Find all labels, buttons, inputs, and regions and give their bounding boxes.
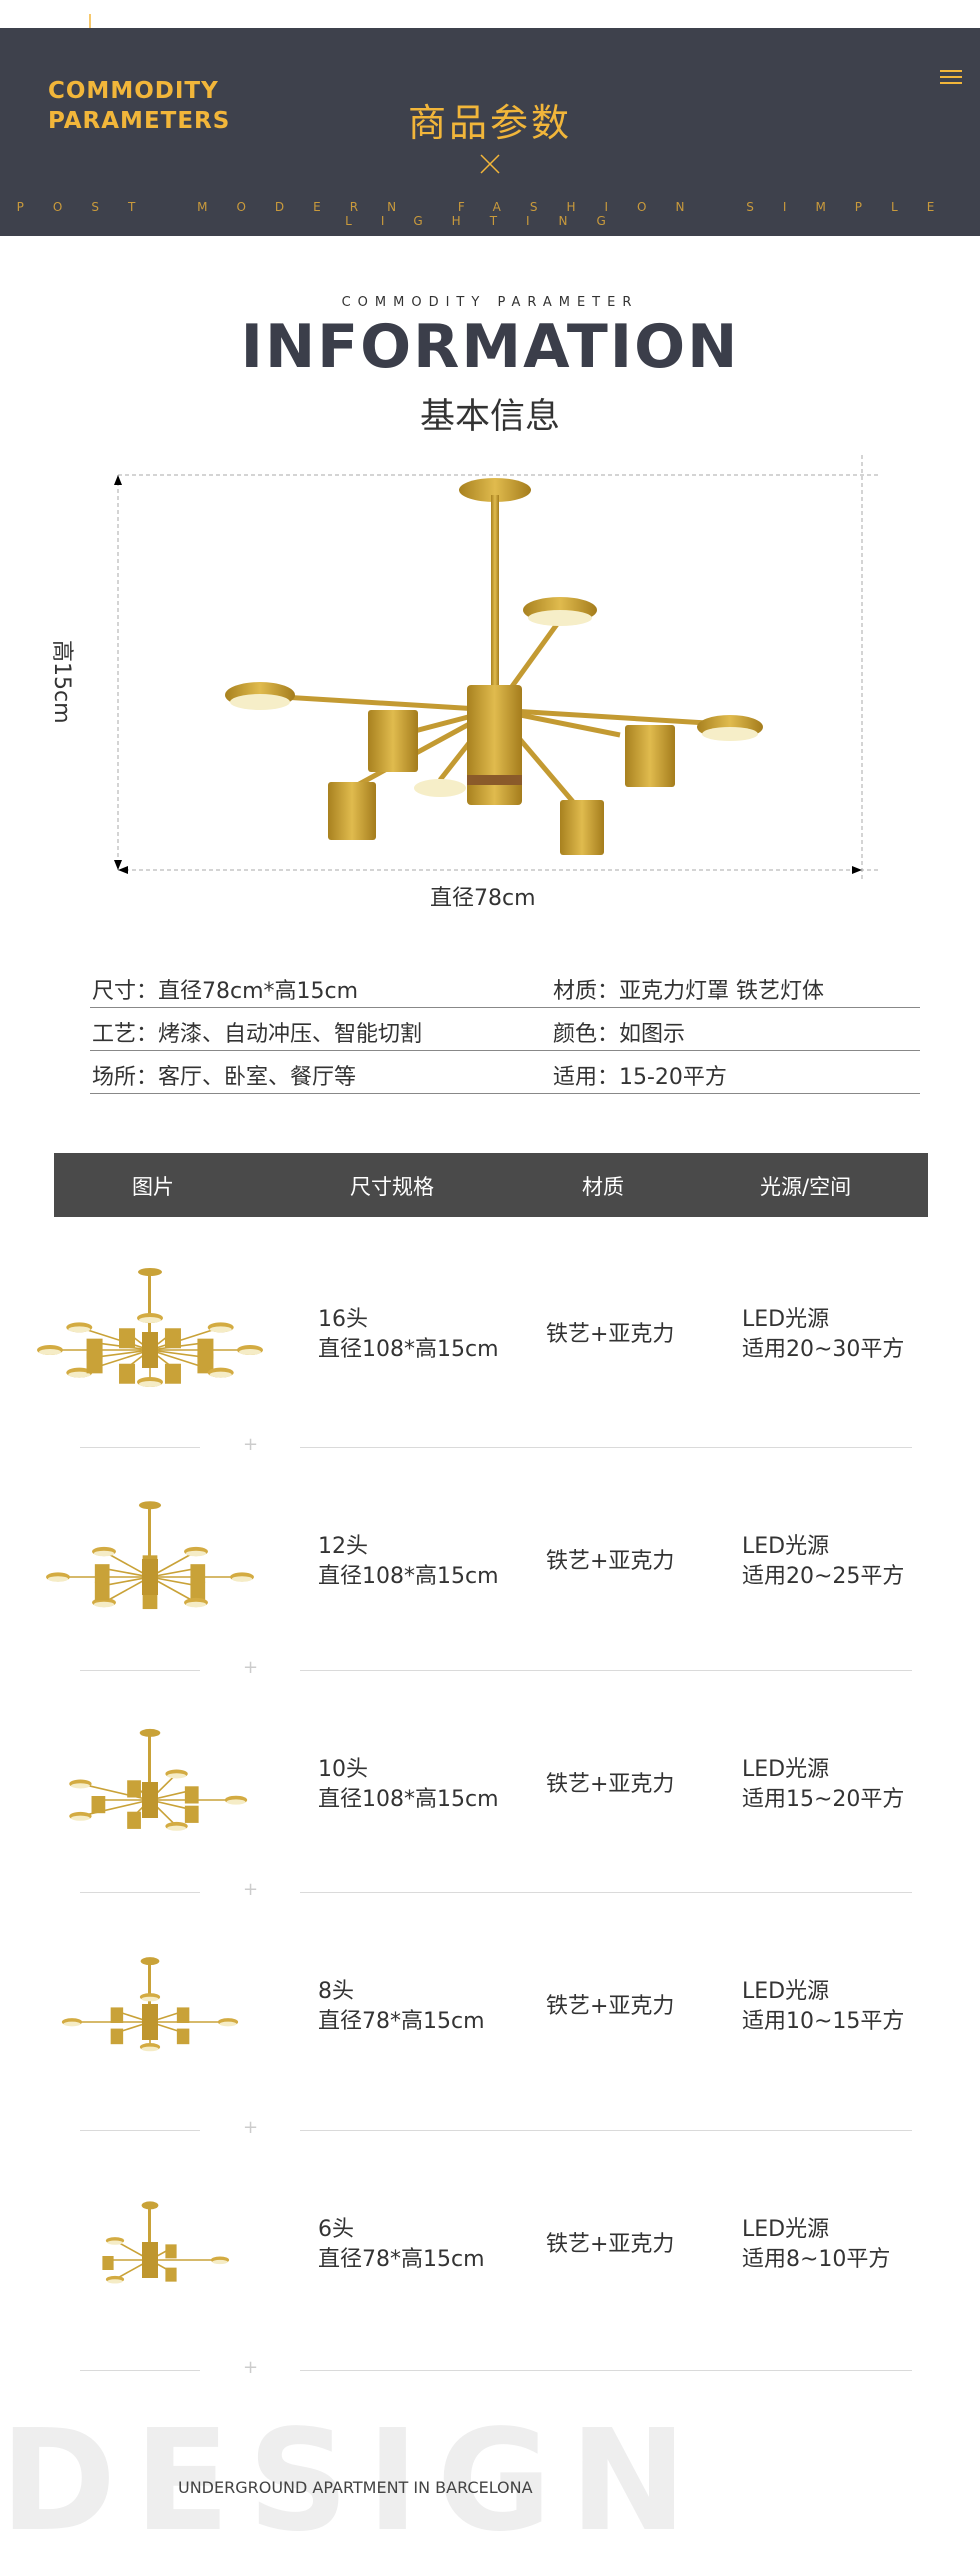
info-title: INFORMATION	[240, 312, 740, 382]
header-size: 尺寸规格	[350, 1175, 434, 1199]
row-divider	[80, 1892, 200, 1893]
row-divider	[80, 2370, 200, 2371]
row-space: 适用10~15平方	[742, 2009, 905, 2034]
footer-caption: UNDERGROUND APARTMENT IN BARCELONA	[178, 2478, 533, 2497]
product-thumbnail	[37, 1268, 263, 1387]
spec-row: 场所：客厅、卧室、餐厅等 适用：15-20平方	[90, 1051, 920, 1094]
table-row: 6头直径78*高15cm 铁艺+亚克力 LED光源适用8~10平方 +	[0, 2135, 980, 2378]
product-thumbnail	[61, 1957, 239, 2052]
table-row: 12头直径108*高15cm 铁艺+亚克力 LED光源适用20~25平方 +	[0, 1452, 980, 1678]
row-size: 直径78*高15cm	[318, 2247, 485, 2272]
row-divider	[300, 2130, 912, 2131]
row-material: 铁艺+亚克力	[546, 2232, 675, 2257]
header-image: 图片	[132, 1175, 174, 1199]
row-space: 适用20~30平方	[742, 1337, 905, 1362]
row-heads: 12头	[318, 1534, 368, 1559]
dimension-diagram	[114, 455, 880, 880]
header-material: 材质	[582, 1175, 624, 1199]
row-divider	[300, 1892, 912, 1893]
spec-row: 尺寸：直径78cm*高15cm 材质：亚克力灯罩 铁艺灯体	[90, 965, 920, 1008]
info-subtitle: COMMODITY PARAMETER	[341, 295, 639, 310]
plus-icon: +	[243, 2117, 259, 2138]
row-material: 铁艺+亚克力	[546, 1549, 675, 1574]
info-cn-title: 基本信息	[419, 397, 560, 437]
row-divider	[80, 1447, 200, 1448]
row-light: LED光源	[742, 1757, 830, 1782]
row-material: 铁艺+亚克力	[546, 1322, 675, 1347]
plus-icon: +	[243, 1657, 259, 1678]
row-size: 直径78*高15cm	[318, 2009, 485, 2034]
product-thumbnail	[46, 1501, 254, 1610]
chandelier-image	[225, 478, 763, 855]
row-space: 适用20~25平方	[742, 1564, 905, 1589]
table-row: 16头直径108*高15cm 铁艺+亚克力 LED光源适用20~30平方 +	[0, 1225, 980, 1455]
table-header: 图片 尺寸规格 材质 光源/空间	[54, 1153, 928, 1217]
row-divider	[80, 1670, 200, 1671]
header-line1: COMMODITY	[48, 78, 219, 104]
height-label: 高15cm	[49, 640, 74, 724]
row-heads: 16头	[318, 1307, 368, 1332]
table-row: 10头直径108*高15cm 铁艺+亚克力 LED光源适用15~20平方 +	[0, 1675, 980, 1900]
row-heads: 8头	[318, 1979, 354, 2004]
row-light: LED光源	[742, 1979, 830, 2004]
spec-left: 场所：客厅、卧室、餐厅等	[92, 1065, 357, 1090]
spec-left: 工艺：烤漆、自动冲压、智能切割	[92, 1022, 423, 1047]
spec-row: 工艺：烤漆、自动冲压、智能切割 颜色：如图示	[90, 1008, 920, 1051]
row-space: 适用8~10平方	[742, 2247, 891, 2272]
row-size: 直径108*高15cm	[318, 1787, 499, 1812]
header-line2: PARAMETERS	[48, 108, 231, 134]
row-divider	[300, 1447, 912, 1448]
product-thumbnail	[102, 2201, 230, 2284]
header-brand: COMMODITY PARAMETERS	[48, 76, 230, 136]
table-row: 8头直径78*高15cm 铁艺+亚克力 LED光源适用10~15平方 +	[0, 1897, 980, 2138]
crossed-arrows-icon	[480, 154, 500, 174]
row-light: LED光源	[742, 2217, 830, 2242]
row-divider	[80, 2130, 200, 2131]
row-material: 铁艺+亚克力	[546, 1772, 675, 1797]
row-heads: 6头	[318, 2217, 354, 2242]
menu-icon[interactable]	[940, 70, 962, 88]
width-label: 直径78cm	[430, 886, 536, 911]
row-space: 适用15~20平方	[742, 1787, 905, 1812]
row-heads: 10头	[318, 1757, 368, 1782]
plus-icon: +	[243, 1434, 259, 1455]
plus-icon: +	[243, 1879, 259, 1900]
spec-right: 适用：15-20平方	[553, 1065, 727, 1090]
plus-icon: +	[243, 2357, 259, 2378]
spec-right: 材质：亚克力灯罩 铁艺灯体	[553, 979, 824, 1004]
row-light: LED光源	[742, 1307, 830, 1332]
header-tagline: POST MODERN FASHION SIMPLE LIGHTING	[16, 200, 964, 228]
spec-left: 尺寸：直径78cm*高15cm	[92, 979, 359, 1004]
row-size: 直径108*高15cm	[318, 1337, 499, 1362]
row-divider	[300, 1670, 912, 1671]
row-material: 铁艺+亚克力	[546, 1994, 675, 2019]
header-light: 光源/空间	[760, 1175, 852, 1199]
page-header: COMMODITY PARAMETERS 商品参数 POST MODERN FA…	[0, 28, 980, 236]
row-light: LED光源	[742, 1534, 830, 1559]
spec-right: 颜色：如图示	[553, 1022, 686, 1047]
row-divider	[300, 2370, 912, 2371]
row-size: 直径108*高15cm	[318, 1564, 499, 1589]
product-thumbnail	[69, 1728, 248, 1831]
header-title: 商品参数	[407, 101, 572, 145]
